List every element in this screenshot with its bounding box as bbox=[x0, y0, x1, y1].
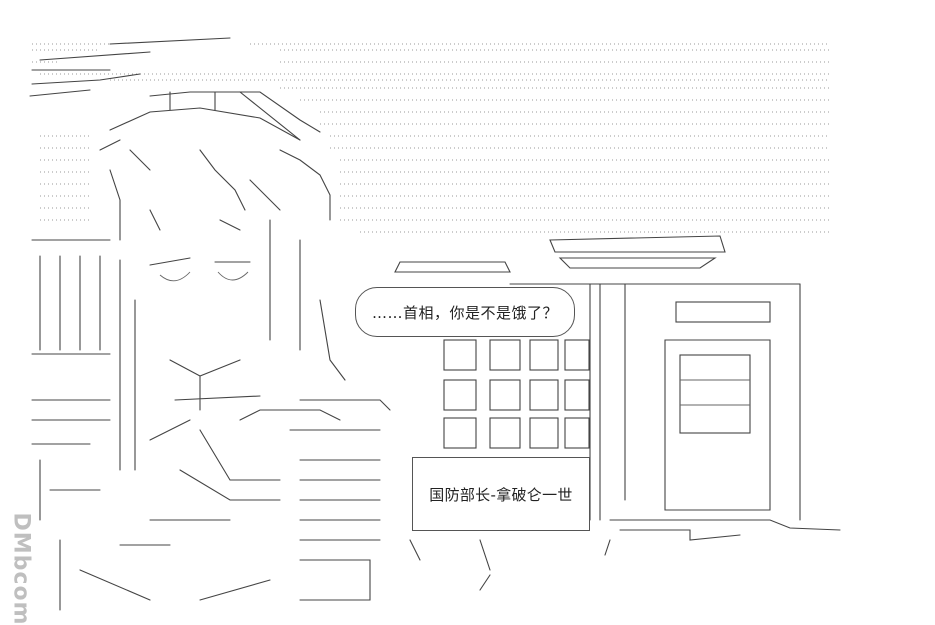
speech-bubble: ……首相，你是不是饿了？ bbox=[355, 287, 575, 337]
watermark-logo: DMbcom bbox=[6, 505, 36, 625]
speech-bubble-text: ……首相，你是不是饿了？ bbox=[371, 303, 558, 322]
caption-box-text: 国防部长-拿破仑一世 bbox=[429, 485, 573, 504]
character-figure bbox=[29, 37, 391, 611]
watermark-text: DMbcom bbox=[8, 512, 34, 625]
building bbox=[394, 235, 841, 591]
caption-box: 国防部长-拿破仑一世 bbox=[412, 457, 590, 531]
dotted-background bbox=[32, 43, 830, 233]
